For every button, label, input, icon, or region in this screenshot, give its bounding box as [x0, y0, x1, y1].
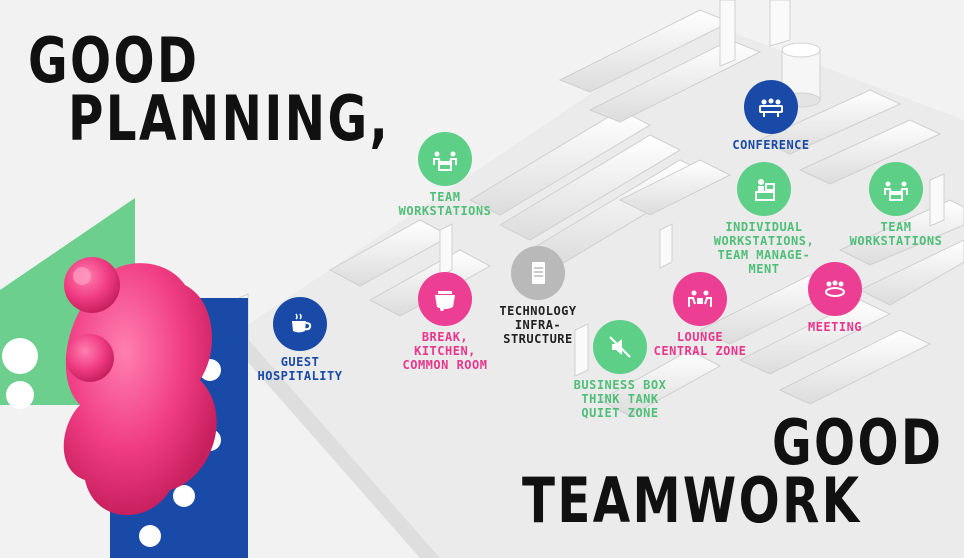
- zone-conference[interactable]: CONFERENCE: [716, 80, 826, 152]
- zone-guest-hospitality[interactable]: GUEST HOSPITALITY: [252, 297, 348, 383]
- muted-speaker-icon: [593, 320, 647, 374]
- headline-teamwork: TEAMWORK: [522, 464, 862, 537]
- zone-break-kitchen-label: BREAK, KITCHEN, COMMON ROOM: [402, 330, 488, 372]
- conference-table-icon: [744, 80, 798, 134]
- zone-team-workstations-right[interactable]: TEAM WORKSTATIONS: [840, 162, 952, 248]
- headline-good-1: GOOD: [28, 24, 200, 97]
- individual-desk-icon: [737, 162, 791, 216]
- zone-meeting[interactable]: MEETING: [800, 262, 870, 334]
- coffee-cup-icon: [273, 297, 327, 351]
- zone-lounge-label: LOUNGE CENTRAL ZONE: [653, 330, 747, 358]
- zone-business-box[interactable]: BUSINESS BOX THINK TANK QUIET ZONE: [562, 320, 678, 420]
- zone-business-box-label: BUSINESS BOX THINK TANK QUIET ZONE: [573, 378, 667, 420]
- zone-technology-infrastructure-label: TECHNOLOGY INFRA- STRUCTURE: [499, 304, 577, 346]
- zone-individual-workstations[interactable]: INDIVIDUAL WORKSTATIONS, TEAM MANAGE- ME…: [704, 162, 824, 276]
- server-icon: [511, 246, 565, 300]
- zone-break-kitchen[interactable]: BREAK, KITCHEN, COMMON ROOM: [388, 272, 502, 372]
- meeting-icon: [808, 262, 862, 316]
- zone-technology-infrastructure[interactable]: TECHNOLOGY INFRA- STRUCTURE: [484, 246, 592, 346]
- team-desk-icon: [869, 162, 923, 216]
- zone-individual-workstations-label: INDIVIDUAL WORKSTATIONS, TEAM MANAGE- ME…: [713, 220, 815, 276]
- zone-lounge[interactable]: LOUNGE CENTRAL ZONE: [644, 272, 756, 358]
- pink-blob: [63, 257, 217, 516]
- zone-team-workstations-left[interactable]: TEAM WORKSTATIONS: [390, 132, 500, 218]
- headline-planning: PLANNING,: [68, 82, 391, 155]
- zone-guest-hospitality-label: GUEST HOSPITALITY: [257, 355, 343, 383]
- kettle-icon: [418, 272, 472, 326]
- team-desk-icon: [418, 132, 472, 186]
- floor-slab: [240, 20, 964, 558]
- zone-conference-label: CONFERENCE: [732, 138, 810, 152]
- zone-team-workstations-right-label: TEAM WORKSTATIONS: [849, 220, 943, 248]
- lounge-icon: [673, 272, 727, 326]
- workstation-blocks: [328, 9, 964, 417]
- headline-good-2: GOOD: [772, 406, 944, 479]
- zone-meeting-label: MEETING: [807, 320, 863, 334]
- zone-team-workstations-left-label: TEAM WORKSTATIONS: [398, 190, 492, 218]
